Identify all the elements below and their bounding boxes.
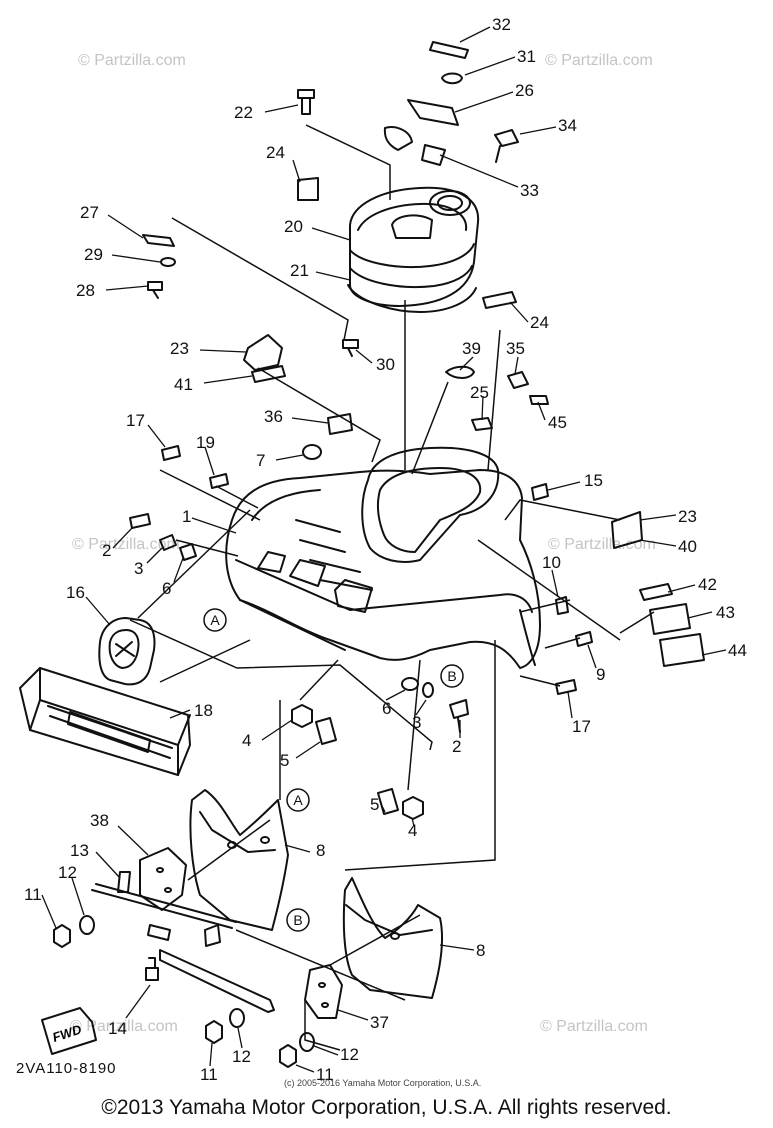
callout-labels: 32 31 26 22 34 24 33 27 20 29 21 28 24 2…	[24, 15, 747, 1084]
callout-11-left: 11	[24, 885, 42, 904]
callout-42: 42	[698, 575, 717, 594]
fasteners	[41, 444, 705, 1068]
callout-2-left: 2	[102, 541, 111, 560]
callout-3-right: 3	[412, 713, 421, 732]
callout-7: 7	[256, 451, 265, 470]
callout-40: 40	[678, 537, 697, 556]
callout-12-bottom-left: 12	[232, 1047, 251, 1066]
fwd-arrow-label: FWD	[51, 1021, 84, 1045]
callout-17-top: 17	[126, 411, 145, 430]
callout-31: 31	[517, 47, 536, 66]
callout-15: 15	[584, 471, 603, 490]
headlight	[98, 617, 156, 686]
ref-label-b-2: B	[293, 912, 302, 928]
callout-10: 10	[542, 553, 561, 572]
callout-30: 30	[376, 355, 395, 374]
watermark-mid-left: © Partzilla.com	[72, 536, 180, 553]
callout-45: 45	[548, 413, 567, 432]
watermark-top-right: © Partzilla.com	[545, 52, 653, 69]
callout-43: 43	[716, 603, 735, 622]
callout-4-right: 4	[408, 821, 417, 840]
ref-marker-b-1	[440, 664, 464, 688]
callout-25: 25	[470, 383, 489, 402]
callout-20: 20	[284, 217, 303, 236]
callout-33: 33	[520, 181, 539, 200]
ref-marker-b-2	[286, 908, 310, 932]
callout-6-right: 6	[382, 699, 391, 718]
ref-label-b-1: B	[447, 668, 456, 684]
callout-37: 37	[370, 1013, 389, 1032]
callout-29: 29	[84, 245, 103, 264]
callout-23-left: 23	[170, 339, 189, 358]
ref-marker-a-2	[286, 788, 310, 812]
callout-11-bottom-left: 11	[200, 1065, 218, 1084]
mudguard-right	[342, 877, 443, 999]
top-cover-assembly	[347, 186, 480, 313]
callout-26: 26	[515, 81, 534, 100]
grille	[19, 667, 191, 776]
callout-28: 28	[76, 281, 95, 300]
callout-12-left: 12	[58, 863, 77, 882]
callout-19: 19	[196, 433, 215, 452]
callout-24-top: 24	[266, 143, 285, 162]
callout-23-right: 23	[678, 507, 697, 526]
callout-16: 16	[66, 583, 85, 602]
callout-18: 18	[194, 701, 213, 720]
footer-copyright: ©2013 Yamaha Motor Corporation, U.S.A. A…	[101, 1096, 672, 1119]
callout-13: 13	[70, 841, 89, 860]
callout-14: 14	[108, 1019, 127, 1038]
watermark-bottom-left: © Partzilla.com	[70, 1018, 178, 1035]
callout-38: 38	[90, 811, 109, 830]
callout-34: 34	[558, 116, 577, 135]
watermark-mid-right: © Partzilla.com	[548, 536, 656, 553]
callout-5-right: 5	[370, 795, 379, 814]
top-small-parts	[142, 41, 519, 357]
watermark-bottom-right: © Partzilla.com	[540, 1018, 648, 1035]
callout-9: 9	[596, 665, 605, 684]
callout-12-bottom-right: 12	[340, 1045, 359, 1064]
callout-21: 21	[290, 261, 309, 280]
ref-marker-a-1	[203, 608, 227, 632]
callout-44: 44	[728, 641, 747, 660]
callout-4-left: 4	[242, 731, 251, 750]
callout-11-bottom-right: 11	[316, 1065, 334, 1084]
callout-leaders	[41, 26, 727, 1073]
diagram-code: 2VA110-8190	[16, 1060, 117, 1077]
callout-8-right: 8	[476, 941, 485, 960]
callout-24-right: 24	[530, 313, 549, 332]
watermark-top-left: © Partzilla.com	[78, 52, 186, 69]
callout-36: 36	[264, 407, 283, 426]
callout-39: 39	[462, 339, 481, 358]
ref-label-a-1: A	[210, 612, 220, 628]
mudguard-left	[189, 789, 289, 931]
callout-5-left: 5	[280, 751, 289, 770]
callout-1: 1	[182, 507, 191, 526]
callout-8-left: 8	[316, 841, 325, 860]
callout-35: 35	[506, 339, 525, 358]
ref-label-a-2: A	[293, 792, 303, 808]
callout-27: 27	[80, 203, 99, 222]
front-fender	[225, 446, 541, 669]
emblems	[243, 334, 549, 435]
callout-22: 22	[234, 103, 253, 122]
callout-41: 41	[174, 375, 193, 394]
callout-17-right: 17	[572, 717, 591, 736]
callout-3-left: 3	[134, 559, 143, 578]
callout-32: 32	[492, 15, 511, 34]
callout-2-right: 2	[452, 737, 461, 756]
brackets	[91, 847, 343, 1019]
reference-marker-labels: A B A B	[210, 612, 456, 928]
callout-6-left: 6	[162, 579, 171, 598]
reference-markers	[203, 608, 464, 932]
leader-lines	[129, 124, 655, 1051]
small-copyright: (c) 2005-2016 Yamaha Motor Corporation, …	[284, 1078, 482, 1088]
